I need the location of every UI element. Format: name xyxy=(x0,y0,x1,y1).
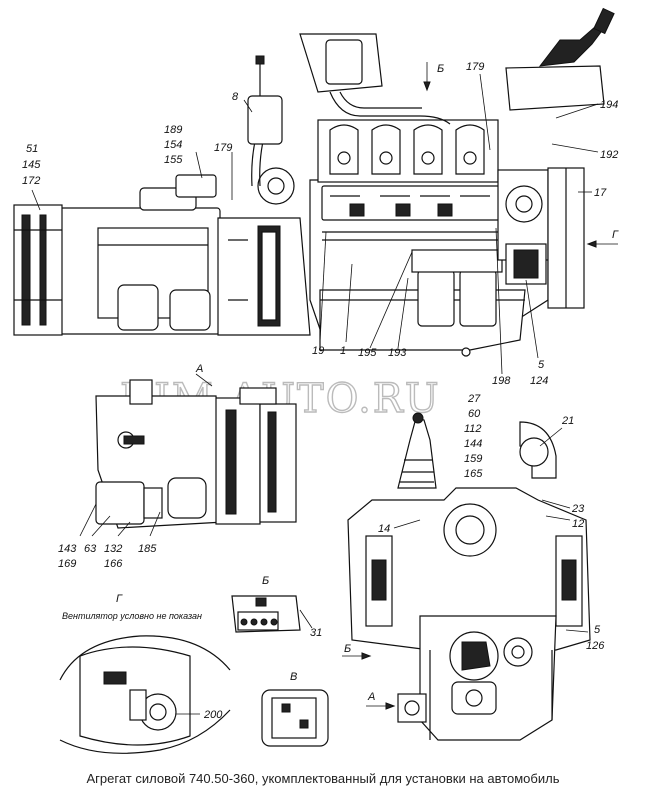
callout-185: 185 xyxy=(138,543,157,555)
callout-124: 124 xyxy=(530,375,548,387)
oil-filter-2 xyxy=(459,269,497,327)
callout-5a: 5 xyxy=(538,359,545,371)
view-letter-b-detail: Б xyxy=(262,575,269,587)
view-letter-b-front: Б xyxy=(344,643,351,655)
pneumatic-cylinder xyxy=(95,481,145,525)
callout-159: 159 xyxy=(464,453,482,465)
engine-front-outline xyxy=(347,487,591,651)
front-view xyxy=(347,412,591,741)
callout-154: 154 xyxy=(164,139,182,151)
front-gear-lever xyxy=(397,417,437,489)
view-letter-g-right: Г xyxy=(612,229,619,241)
callout-189: 189 xyxy=(164,124,182,136)
callout-51: 51 xyxy=(26,143,38,155)
callout-192: 192 xyxy=(600,149,618,161)
callout-19: 19 xyxy=(312,345,324,357)
callout-179a: 179 xyxy=(214,142,232,154)
view-letter-a-front: А xyxy=(367,691,375,703)
gear-lever xyxy=(505,7,615,111)
detail-g xyxy=(59,635,231,754)
gearbox-flange xyxy=(13,204,63,336)
view-letter-g-note: Г xyxy=(116,593,123,605)
side-view xyxy=(13,7,615,357)
callout-8: 8 xyxy=(232,91,239,103)
callout-12: 12 xyxy=(572,518,584,530)
callout-63: 63 xyxy=(84,543,97,555)
callout-165: 165 xyxy=(464,468,483,480)
callout-166: 166 xyxy=(104,558,123,570)
front-cover xyxy=(419,615,557,741)
callout-145: 145 xyxy=(22,159,41,171)
view-letter-v-detail: В xyxy=(290,671,297,683)
callout-179b: 179 xyxy=(466,61,484,73)
callout-198: 198 xyxy=(492,375,511,387)
callout-112: 112 xyxy=(464,423,482,435)
figure-caption: Агрегат силовой 740.50-360, укомплектова… xyxy=(86,771,560,786)
callout-23: 23 xyxy=(571,503,585,515)
callout-5b: 5 xyxy=(594,624,601,636)
callout-200: 200 xyxy=(203,709,223,721)
leader-lines xyxy=(31,73,599,715)
callout-169: 169 xyxy=(58,558,76,570)
detail-v xyxy=(261,689,329,747)
callout-17: 17 xyxy=(594,187,607,199)
view-arrows xyxy=(195,62,618,710)
callout-1: 1 xyxy=(340,345,346,357)
callout-143: 143 xyxy=(58,543,77,555)
callout-155: 155 xyxy=(164,154,183,166)
callout-21: 21 xyxy=(561,415,574,427)
callout-144: 144 xyxy=(464,438,482,450)
callout-194: 194 xyxy=(600,99,618,111)
callout-193: 193 xyxy=(388,347,407,359)
callout-132: 132 xyxy=(104,543,122,555)
view-letter-a-mid: А xyxy=(195,363,203,375)
detail-b xyxy=(231,595,301,633)
view-a-gearbox xyxy=(95,379,297,529)
callout-numbers: 51 145 172 189 154 155 179 8 179 194 192… xyxy=(22,61,618,721)
oil-filter-1 xyxy=(417,269,455,327)
callout-126: 126 xyxy=(586,640,605,652)
cylinder-heads xyxy=(317,119,499,183)
view-letter-b-top: Б xyxy=(437,63,444,75)
intake-port xyxy=(443,503,497,557)
callout-31: 31 xyxy=(310,627,322,639)
callout-172: 172 xyxy=(22,175,40,187)
fan-note: Вентилятор условно не показан xyxy=(62,611,202,621)
callout-27: 27 xyxy=(467,393,481,405)
callout-60: 60 xyxy=(468,408,481,420)
callout-195: 195 xyxy=(358,347,377,359)
callout-14: 14 xyxy=(378,523,390,535)
